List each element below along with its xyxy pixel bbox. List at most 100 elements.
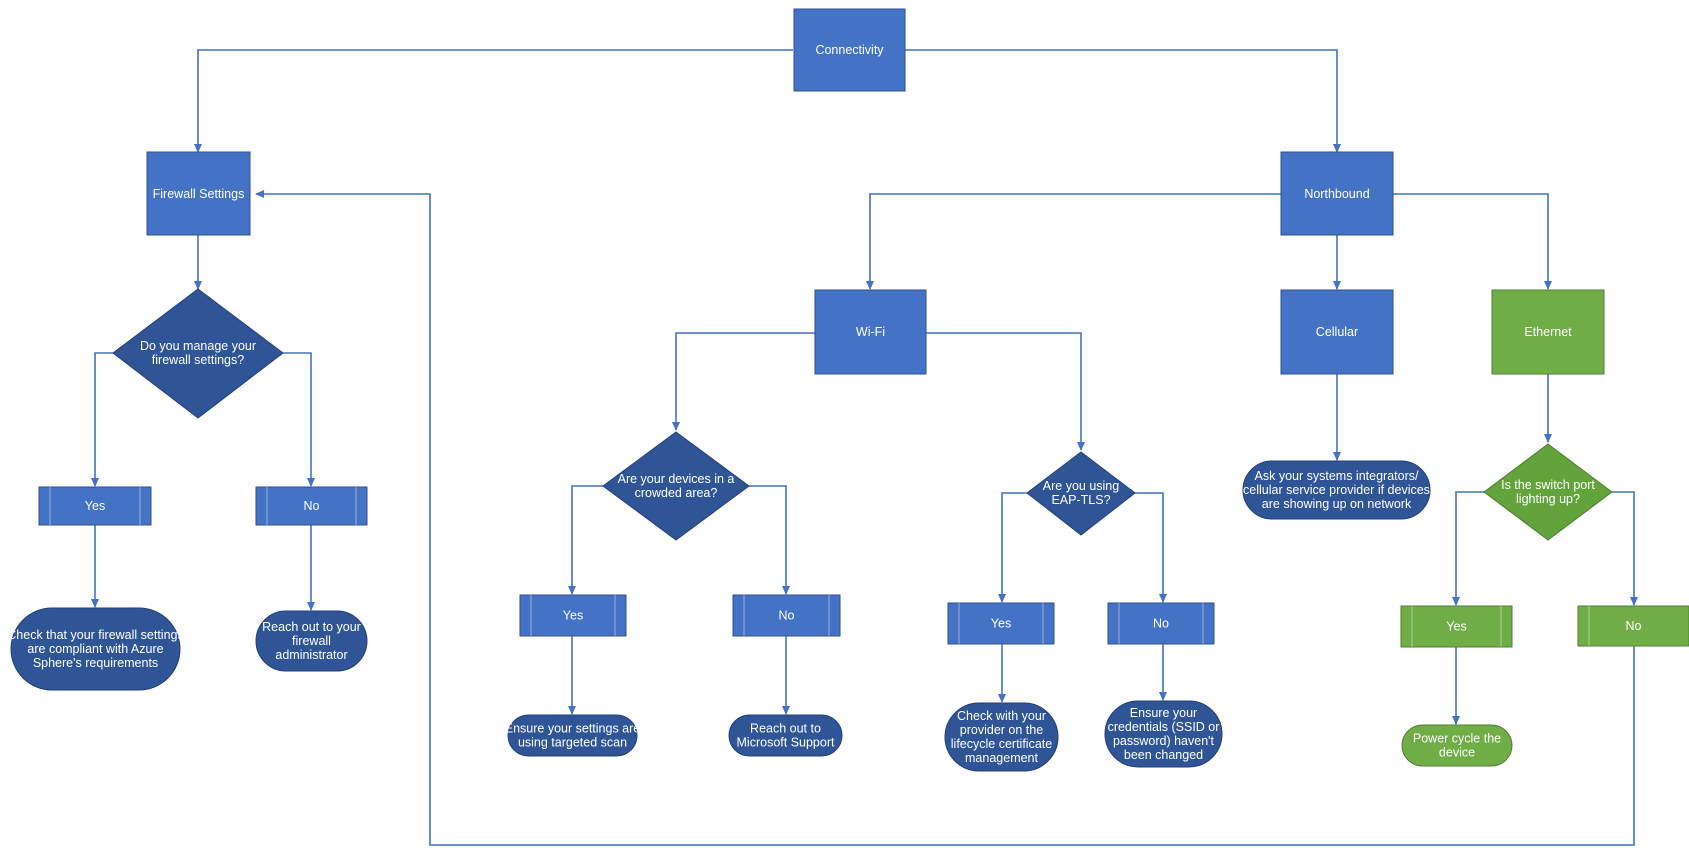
connector-wifi-crowded	[672, 332, 815, 431]
connector-connectivity-firewall	[194, 49, 793, 153]
label-line: Ask your systems integrators/	[1255, 469, 1419, 483]
label-line: device	[1439, 746, 1475, 760]
connector-eaptls-no	[1135, 492, 1167, 603]
label-line: cellular service provider if devices	[1243, 483, 1430, 497]
northbound-box[interactable]: Northbound	[1280, 151, 1394, 236]
connector-switch-no-loop-firewall	[255, 190, 1635, 846]
eaptls-no-box[interactable]: No	[1107, 602, 1215, 645]
switch-yes-label: Yes	[1446, 620, 1466, 634]
label-line: password) haven't	[1113, 734, 1215, 748]
label-line: lifecycle certificate	[951, 737, 1052, 751]
connector-firewall-question-no	[283, 352, 315, 487]
label-line: using targeted scan	[518, 736, 627, 750]
label-line: crowded area?	[635, 486, 718, 500]
switch-yes-box[interactable]: Yes	[1400, 605, 1513, 648]
label-line: Are you using	[1043, 479, 1119, 493]
eaptls-yes-label: Yes	[991, 617, 1011, 631]
eaptls-no-label: No	[1153, 617, 1169, 631]
cellular-box[interactable]: Cellular	[1280, 289, 1394, 375]
crowded-no-label: No	[779, 609, 795, 623]
crowded-no-box[interactable]: No	[732, 594, 841, 637]
label-line: Are your devices in a	[618, 472, 735, 486]
connector-northbound-ethernet	[1393, 193, 1552, 290]
connector-crowded-no	[749, 485, 790, 595]
firewall-yes-label: Yes	[85, 499, 105, 513]
firewall-settings-label: Firewall Settings	[153, 187, 245, 201]
switch-no-box[interactable]: No	[1577, 605, 1689, 647]
connector-firewall-question-yes	[91, 352, 113, 487]
connector-wifi-eaptls	[926, 332, 1085, 451]
connector-switch-no	[1612, 491, 1638, 606]
label-line: are showing up on network	[1262, 497, 1412, 511]
crowded-yes-box[interactable]: Yes	[519, 594, 627, 637]
firewall-no-label: No	[304, 499, 320, 513]
label-line: EAP-TLS?	[1051, 493, 1110, 507]
label-line: Ensure your	[1130, 706, 1197, 720]
label-line: Reach out to	[750, 722, 821, 736]
label-line: Power cycle the	[1413, 732, 1501, 746]
ethernet-box[interactable]: Ethernet	[1491, 289, 1605, 375]
crowded-yes-label: Yes	[563, 609, 583, 623]
label-line: administrator	[275, 648, 347, 662]
northbound-label: Northbound	[1304, 187, 1369, 201]
firewall-settings-box[interactable]: Firewall Settings	[146, 151, 251, 236]
connectors	[91, 49, 1638, 846]
connector-crowded-yes	[568, 485, 603, 595]
eaptls-yes-box[interactable]: Yes	[947, 602, 1055, 645]
connectivity-box[interactable]: Connectivity	[793, 8, 906, 92]
label-line: management	[965, 751, 1038, 765]
label-line: firewall	[292, 634, 331, 648]
switch-no-label: No	[1626, 619, 1642, 633]
label-line: Is the switch port	[1501, 478, 1595, 492]
wifi-label: Wi-Fi	[856, 325, 885, 339]
label-line: Microsoft Support	[737, 736, 835, 750]
label-line: lighting up?	[1516, 492, 1580, 506]
firewall-no-box[interactable]: No	[255, 486, 368, 526]
label-line: Check that your firewall settings	[7, 628, 183, 642]
cellular-label: Cellular	[1316, 325, 1358, 339]
wifi-box[interactable]: Wi-Fi	[814, 289, 927, 375]
firewall-yes-box[interactable]: Yes	[38, 486, 152, 526]
label-line: provider on the	[960, 723, 1043, 737]
label-line: Sphere's requirements	[33, 656, 158, 670]
label-line: Check with your	[957, 709, 1046, 723]
label-line: credentials (SSID or	[1108, 720, 1220, 734]
label-line: Reach out to your	[262, 620, 361, 634]
connector-northbound-wifi	[866, 193, 1281, 290]
label-line: firewall settings?	[152, 353, 244, 367]
ethernet-label: Ethernet	[1524, 325, 1572, 339]
connector-switch-yes	[1452, 491, 1485, 606]
cellular-result-label: Ask your systems integrators/cellular se…	[1243, 469, 1430, 511]
label-line: are compliant with Azure	[27, 642, 163, 656]
cellular-result-terminator: Ask your systems integrators/cellular se…	[1242, 460, 1431, 520]
label-line: Do you manage your	[140, 339, 256, 353]
label-line: Ensure your settings are	[505, 722, 641, 736]
label-line: been changed	[1124, 748, 1203, 762]
connectivity-label: Connectivity	[815, 43, 884, 57]
connector-connectivity-northbound	[905, 49, 1341, 153]
connector-eaptls-yes	[998, 492, 1027, 603]
